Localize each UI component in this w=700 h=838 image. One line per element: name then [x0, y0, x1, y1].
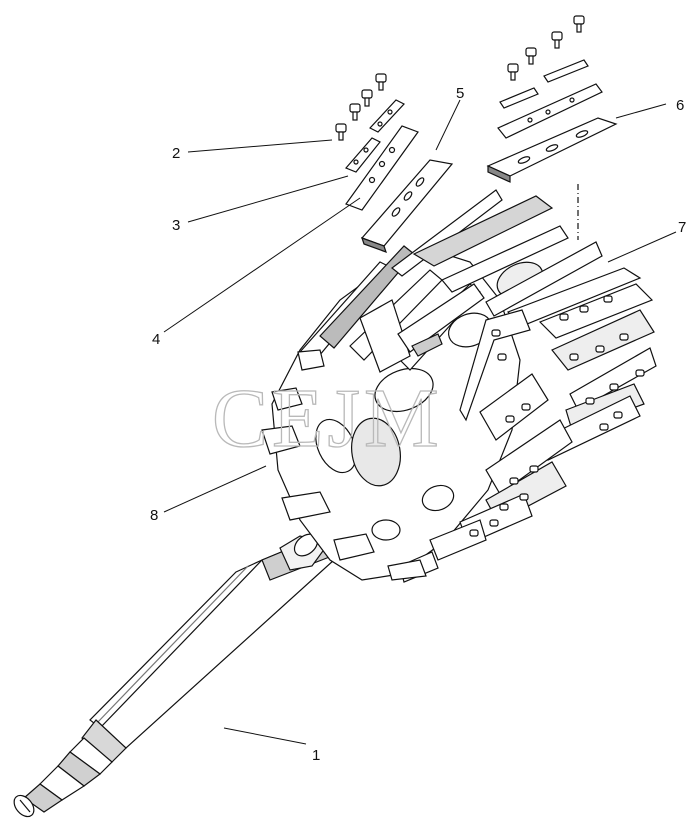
shaft	[13, 533, 335, 818]
left-exploded-plates	[335, 73, 454, 253]
callout-leaders	[163, 99, 677, 745]
leader-5	[435, 99, 461, 151]
leader-2	[187, 139, 333, 153]
bolts-left	[335, 73, 387, 141]
right-exploded-plates	[486, 15, 618, 240]
callout-3: 3	[172, 217, 180, 234]
callout-8: 8	[150, 507, 158, 524]
callout-labels: 1 2 3 4 5 6 7 8	[150, 85, 686, 764]
callout-6: 6	[676, 97, 684, 114]
callout-1: 1	[312, 747, 320, 764]
callout-7: 7	[678, 219, 686, 236]
knife-bars	[261, 189, 657, 583]
leader-7	[607, 231, 677, 263]
leader-1	[223, 727, 307, 745]
bolts-right	[507, 15, 585, 81]
leader-6	[615, 103, 667, 119]
leader-8	[163, 465, 267, 513]
leader-3	[187, 175, 349, 223]
watermark: CEJM	[212, 372, 443, 465]
callout-2: 2	[172, 145, 180, 162]
callout-5: 5	[456, 85, 464, 102]
leader-4	[163, 197, 361, 333]
callout-4: 4	[152, 331, 160, 348]
